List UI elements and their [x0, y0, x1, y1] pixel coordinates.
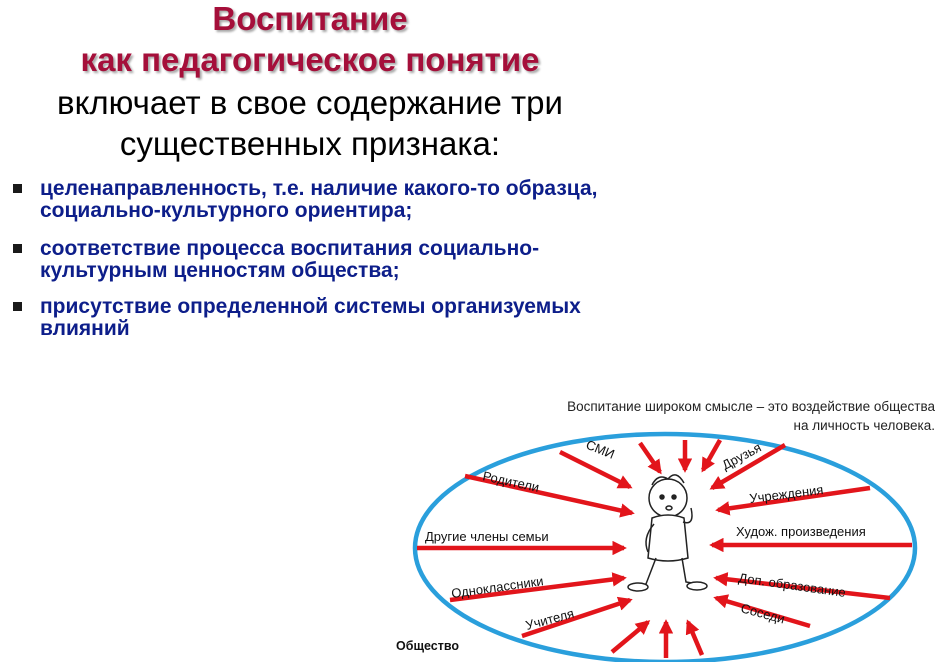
label-media: СМИ	[584, 437, 617, 462]
title-line-2: как педагогическое понятие	[80, 41, 540, 78]
arrow-bottom-3	[685, 619, 705, 656]
arrow-bottom-1	[610, 620, 651, 654]
arrow-extra-education	[713, 572, 891, 601]
caption-line-1: Воспитание широком смысле – это воздейст…	[567, 399, 935, 414]
society-ellipse	[412, 431, 918, 662]
feature-text-3: присутствие определенной системы организ…	[40, 295, 581, 340]
arrow-friends	[709, 443, 787, 490]
label-family: Другие члены семьи	[425, 529, 549, 544]
title-line-1: Воспитание	[212, 0, 408, 37]
influence-arrows	[417, 438, 912, 658]
feature-text-2: соответствие процесса воспитания социаль…	[40, 237, 540, 282]
subtitle-line-2: существенных признака:	[119, 125, 501, 162]
label-neighbours: Соседи	[739, 600, 786, 626]
arrow-institutions	[715, 485, 871, 516]
feature-list: целенаправленность, т.е. наличие какого-…	[0, 178, 620, 340]
square-bullet-icon	[13, 244, 22, 253]
arrow-teachers	[521, 596, 633, 639]
subtitle-line-1: включает в свое содержание три	[57, 84, 563, 121]
feature-item-2: соответствие процесса воспитания социаль…	[0, 238, 620, 282]
diagram-caption: Воспитание широком смысле – это воздейст…	[515, 397, 935, 435]
label-friends: Друзья	[719, 440, 763, 473]
feature-item-3: присутствие определенной системы организ…	[0, 296, 620, 340]
square-bullet-icon	[13, 302, 22, 311]
feature-item-1: целенаправленность, т.е. наличие какого-…	[0, 178, 620, 222]
arrow-neighbours	[713, 594, 811, 629]
label-classmates: Одноклассники	[450, 573, 544, 601]
label-artworks: Худож. произведения	[736, 524, 866, 539]
label-parents: Родители	[481, 468, 540, 495]
label-institutions: Учреждения	[749, 482, 825, 506]
square-bullet-icon	[13, 184, 22, 193]
label-extra-education: Доп. образование	[738, 570, 847, 600]
feature-text-1: целенаправленность, т.е. наличие какого-…	[40, 177, 598, 222]
arrow-media	[558, 449, 633, 490]
arrow-top-3	[701, 438, 722, 473]
child-figure-icon	[627, 474, 708, 592]
caption-line-2: на личность человека.	[793, 418, 935, 433]
label-society: Общество	[396, 639, 459, 653]
arrow-top-1	[638, 441, 662, 475]
arrow-classmates	[449, 572, 627, 603]
arrow-parents	[464, 473, 635, 518]
